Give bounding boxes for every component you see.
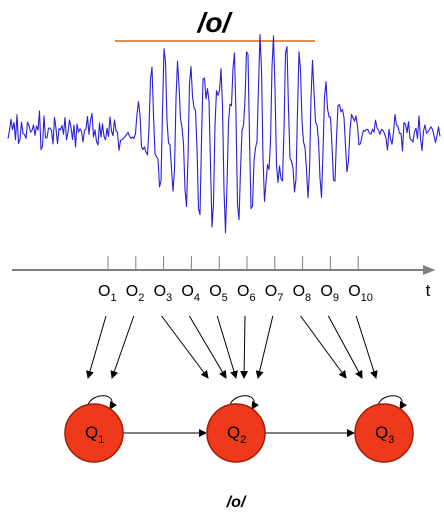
state-circle [354,403,414,463]
emission-arrow [188,315,227,379]
observation-label: O9 [320,283,339,304]
emission-arrow [255,315,274,379]
emission-arrow [327,315,363,379]
time-axis-ticks [107,256,359,270]
self-loop-arrow [87,395,117,410]
observation-labels: O1 O2 O3 O4 O5 O6 O7 O8 O9 O10 [98,283,373,304]
emission-arrow [86,315,107,379]
state-label: Q1 [85,423,104,446]
time-axis-label: t [426,281,431,300]
emission-arrow [240,315,249,379]
state-transitions [87,395,407,437]
self-loop-arrow [229,395,259,410]
speech-waveform [7,33,441,234]
state-node: Q1 [64,403,124,463]
state-label: Q2 [227,423,246,446]
observation-label: O2 [126,283,145,304]
hmm-states: Q1 Q2 Q3 [64,403,414,463]
self-loop-arrow [377,395,407,410]
state-node: Q2 [206,403,266,463]
state-circle [206,403,266,463]
observation-label: O4 [181,283,200,304]
state-circle [64,403,124,463]
emission-arrow [110,315,135,379]
observation-label: O3 [154,283,173,304]
emission-arrow [216,315,238,379]
emission-arrow [161,315,209,379]
observation-label: O8 [293,283,312,304]
observation-label: O1 [98,283,117,304]
state-label: Q3 [375,423,394,446]
emission-arrow [300,315,347,379]
observation-label: O10 [348,283,373,304]
emission-arrows [86,315,378,379]
bottom-label: /o/ [226,494,247,511]
observation-label: O5 [209,283,228,304]
diagram-title: /o/ [196,7,234,38]
observation-label: O7 [265,283,284,304]
emission-arrow [355,315,378,379]
observation-label: O6 [237,283,256,304]
state-node: Q3 [354,403,414,463]
